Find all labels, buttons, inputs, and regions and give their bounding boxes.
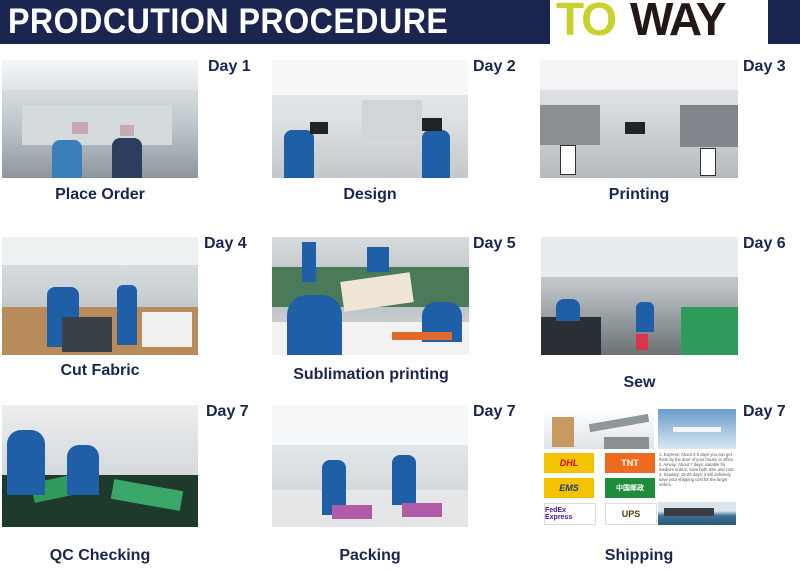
header-bar: PRODCUTION PROCEDURE TO WAY [0, 0, 800, 44]
day-label: Day 5 [473, 235, 516, 252]
airplane-sky-image [658, 409, 736, 449]
step-caption: Packing [339, 547, 401, 564]
dhl-logo: DHL [544, 453, 594, 473]
photo-qc-checking [2, 405, 198, 527]
shipping-notes: 1. Express: About 3-5 days you can get t… [659, 452, 735, 487]
logo-text-to: TO [556, 0, 617, 45]
day-label: Day 2 [473, 58, 516, 75]
step-caption: Sew [623, 374, 656, 391]
photo-packing [272, 405, 468, 527]
tnt-logo: TNT [605, 453, 655, 473]
shipping-collage: DHL TNT EMS 中国邮政 FedEx Express UPS 1. Ex… [541, 405, 737, 527]
china-post-logo: 中国邮政 [605, 478, 655, 498]
fedex-logo: FedEx Express [544, 503, 596, 525]
step-caption: Design [343, 186, 397, 203]
day-label: Day 6 [743, 235, 786, 252]
page-title: PRODCUTION PROCEDURE [8, 2, 449, 41]
ems-logo: EMS [544, 478, 594, 498]
step-caption: Cut Fabric [60, 362, 140, 379]
day-label: Day 7 [206, 403, 249, 420]
toway-logo: TO WAY [550, 0, 768, 44]
courier-airplane-image [544, 409, 654, 449]
day-label: Day 7 [473, 403, 516, 420]
step-caption: Sublimation printing [293, 366, 449, 383]
photo-place-order [2, 60, 198, 178]
photo-design [272, 60, 468, 178]
photo-cut-fabric [2, 237, 198, 355]
step-caption: Shipping [604, 547, 674, 564]
ups-logo: UPS [605, 503, 657, 525]
shipping-note-express: 1. Express: About 3-5 days you can get t… [659, 452, 735, 462]
step-caption: QC Checking [49, 547, 151, 564]
logo-text-way: WAY [630, 0, 727, 45]
photo-sew [541, 237, 738, 355]
photo-printing [540, 60, 738, 178]
day-label: Day 7 [743, 403, 786, 420]
step-caption: Place Order [55, 186, 145, 203]
step-caption: Printing [608, 186, 670, 203]
shipping-note-seaway: 3. Seaway: 15-25 days; it will definitel… [659, 472, 731, 487]
photo-sublimation-printing [272, 237, 469, 355]
day-label: Day 4 [204, 235, 247, 252]
day-label: Day 3 [743, 58, 786, 75]
shipping-note-airway: 2. Airway: About 7 days; suitable for me… [659, 462, 735, 472]
day-label: Day 1 [208, 58, 251, 75]
cargo-ship-image [658, 502, 736, 525]
